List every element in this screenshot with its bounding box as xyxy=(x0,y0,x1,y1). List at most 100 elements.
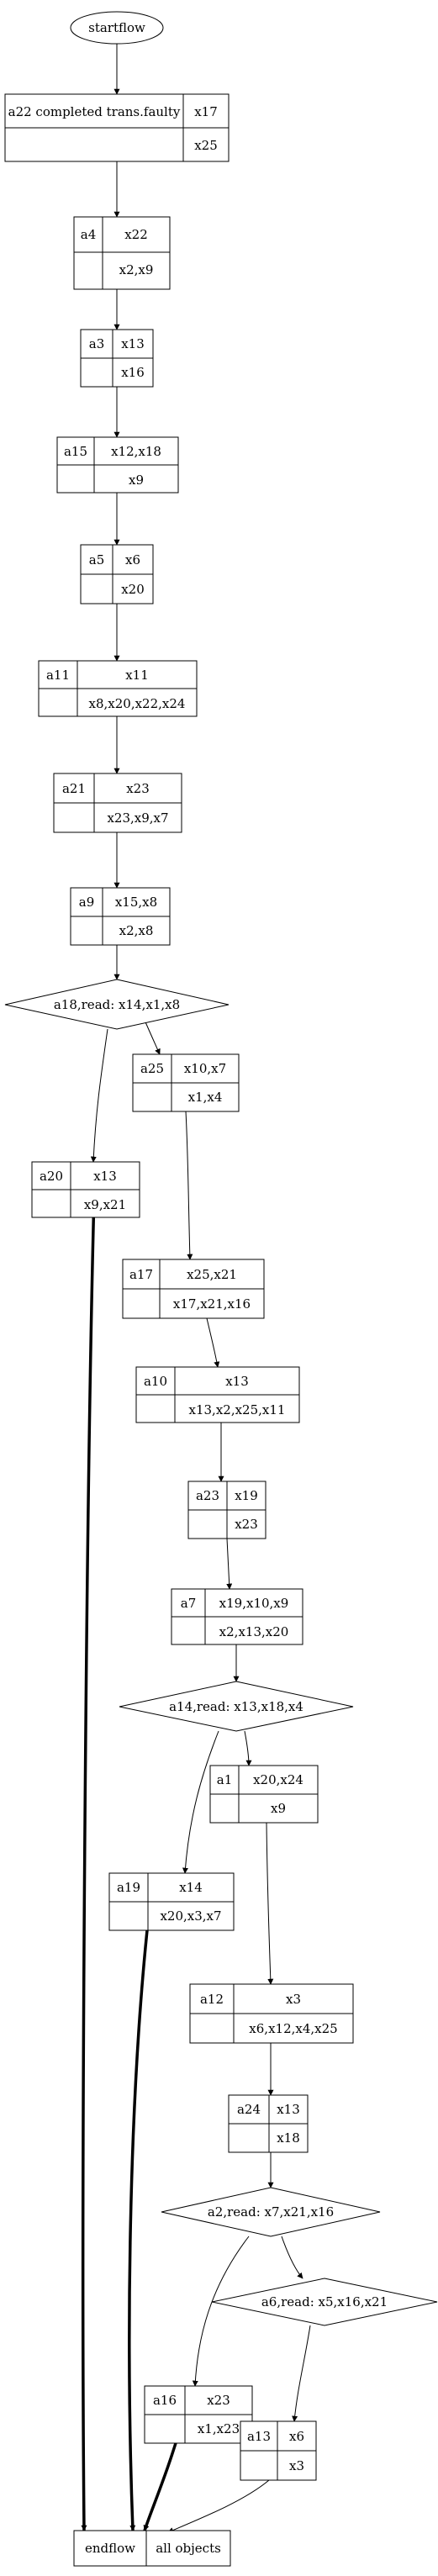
node-a10: a10 x13 x13,x2,x25,x11 xyxy=(135,1366,300,1423)
edge-a14-a1 xyxy=(244,1730,252,1766)
node-a3: a3 x13 x16 xyxy=(80,329,154,388)
decision-a2: a2,read: x7,x21,x16 xyxy=(161,2187,381,2237)
node-inputs: x6,x12,x4,x25 xyxy=(249,2021,337,2036)
node-inputs: x20,x3,x7 xyxy=(160,1908,221,1924)
edge-a2-a6 xyxy=(281,2236,303,2279)
node-id: a15 xyxy=(64,444,87,459)
node-a16: a16 x23 x1,x23 xyxy=(144,2385,253,2444)
node-a11: a11 x11 x8,x20,x22,x24 xyxy=(38,660,198,717)
decision-label: a14,read: x13,x18,x4 xyxy=(169,1699,303,1714)
node-inputs: x2,x9 xyxy=(119,262,154,277)
node-id: a17 xyxy=(129,1267,153,1282)
node-outputs: x19,x10,x9 xyxy=(219,1596,289,1611)
startflow-label: startflow xyxy=(88,20,145,35)
node-a7: a7 x19,x10,x9 x2,x13,x20 xyxy=(171,1588,303,1645)
node-a17: a17 x25,x21 x17,x21,x16 xyxy=(122,1259,265,1319)
node-outputs: x13 xyxy=(93,1169,117,1184)
decision-label: a6,read: x5,x16,x21 xyxy=(261,2294,388,2309)
node-id: a9 xyxy=(79,895,95,910)
node-outputs: x14 xyxy=(179,1880,203,1895)
node-outputs: x25,x21 xyxy=(187,1267,237,1282)
node-inputs: x23 xyxy=(235,1517,258,1532)
node-id: a10 xyxy=(144,1374,167,1389)
edge-a1-a12 xyxy=(266,1822,274,1985)
node-a1: a1 x20,x24 x9 xyxy=(209,1765,319,1824)
node-id: a19 xyxy=(117,1880,140,1895)
node-startflow: startflow xyxy=(70,11,164,45)
edge-a17-a10 xyxy=(206,1317,220,1368)
node-a22: a22 completed trans.faulty x17 x25 xyxy=(4,93,230,162)
node-outputs: x3 xyxy=(286,1992,301,2007)
node-outputs: x11 xyxy=(125,668,149,683)
node-inputs: x9 xyxy=(271,1801,286,1816)
node-a9: a9 x15,x8 x2,x8 xyxy=(70,887,171,946)
node-inputs: x8,x20,x22,x24 xyxy=(89,696,186,711)
node-a5: a5 x6 x20 xyxy=(80,544,154,604)
node-outputs: x13 xyxy=(225,1374,249,1389)
node-outputs: x6 xyxy=(125,552,140,567)
node-id: a13 xyxy=(247,2429,271,2444)
node-inputs: x2,x13,x20 xyxy=(219,1624,289,1639)
node-a21: a21 x23 x23,x9,x7 xyxy=(53,773,182,833)
node-a15: a15 x12,x18 x9 xyxy=(56,436,179,494)
node-id: a21 xyxy=(62,781,86,796)
edge-a13-end xyxy=(167,2479,270,2533)
node-id: a3 xyxy=(89,336,105,351)
node-id: a16 xyxy=(153,2393,177,2408)
node-a4: a4 x22 x2,x9 xyxy=(73,216,171,290)
edge-a18-a20 xyxy=(90,1028,108,1163)
node-outputs: x10,x7 xyxy=(184,1061,226,1076)
node-outputs: x12,x18 xyxy=(111,444,161,459)
node-id: a5 xyxy=(89,552,105,567)
node-endflow: endflow all objects xyxy=(73,2530,231,2567)
endflow-label: endflow xyxy=(85,2541,135,2556)
node-outputs: x17 xyxy=(194,104,218,119)
node-a12: a12 x3 x6,x12,x4,x25 xyxy=(189,1983,354,2044)
node-inputs: x16 xyxy=(121,365,145,380)
node-inputs: x1,x4 xyxy=(188,1090,223,1105)
node-id: a11 xyxy=(46,668,70,683)
node-id: a4 xyxy=(81,227,97,242)
edge-a6-a13 xyxy=(292,2325,311,2422)
node-id: a7 xyxy=(181,1596,197,1611)
node-inputs: x1,x23 xyxy=(198,2421,240,2436)
node-id: a20 xyxy=(40,1169,63,1184)
edge-a20-end xyxy=(81,1193,96,2531)
node-outputs: x13 xyxy=(277,2102,300,2117)
node-id: a12 xyxy=(200,1992,224,2007)
node-id: a23 xyxy=(196,1488,219,1503)
node-outputs: x13 xyxy=(121,336,145,351)
node-inputs: x9 xyxy=(129,472,144,488)
node-inputs: x2,x8 xyxy=(119,923,154,938)
edge-a19-end xyxy=(128,1906,151,2531)
decision-a6: a6,read: x5,x16,x21 xyxy=(211,2278,438,2326)
node-id: a22 completed trans.faulty xyxy=(8,104,181,119)
node-outputs: x20,x24 xyxy=(253,1772,303,1787)
decision-a14: a14,read: x13,x18,x4 xyxy=(119,1681,354,1732)
node-outputs: x23 xyxy=(126,781,150,796)
decision-label: a2,read: x7,x21,x16 xyxy=(208,2204,334,2220)
all-objects-label: all objects xyxy=(156,2541,221,2556)
decision-a18: a18,read: x14,x1,x8 xyxy=(4,979,230,1030)
node-outputs: x23 xyxy=(207,2393,230,2408)
node-inputs: x25 xyxy=(194,138,218,153)
node-inputs: x20 xyxy=(121,582,145,597)
node-inputs: x18 xyxy=(277,2130,300,2146)
node-outputs: x15,x8 xyxy=(115,895,157,910)
node-outputs: x19 xyxy=(235,1488,258,1503)
node-a20: a20 x13 x9,x21 xyxy=(31,1161,140,1218)
edge-a2-a16 xyxy=(192,2236,250,2387)
node-id: a1 xyxy=(217,1772,233,1787)
node-outputs: x6 xyxy=(289,2429,304,2444)
edge-a25-a17 xyxy=(185,1111,193,1260)
node-outputs: x22 xyxy=(124,227,148,242)
node-inputs: x3 xyxy=(289,2458,304,2473)
node-inputs: x23,x9,x7 xyxy=(107,810,168,826)
node-inputs: x13,x2,x25,x11 xyxy=(189,1402,286,1417)
node-a24: a24 x13 x18 xyxy=(228,2094,309,2153)
node-a23: a23 x19 x23 xyxy=(187,1481,266,1539)
node-inputs: x17,x21,x16 xyxy=(173,1296,251,1312)
node-id: a25 xyxy=(140,1061,164,1076)
node-inputs: x9,x21 xyxy=(84,1197,126,1212)
